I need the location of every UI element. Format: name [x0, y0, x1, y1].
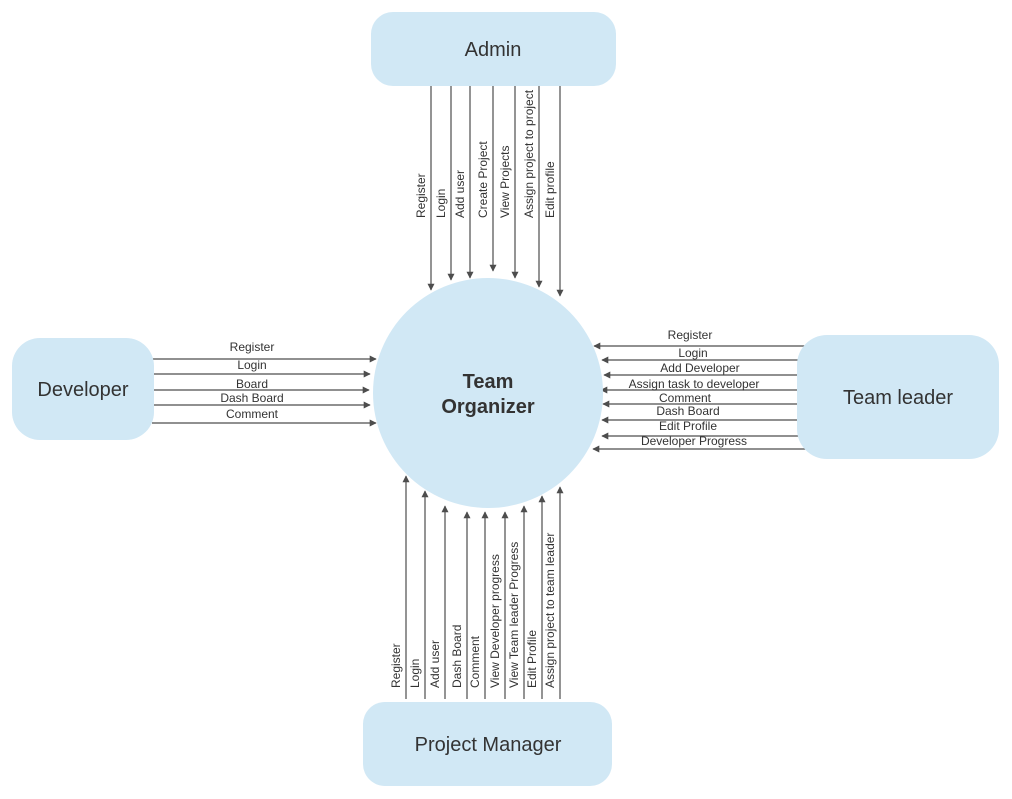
admin-label: Admin [465, 39, 522, 61]
team-leader-flow-label: Edit Profile [659, 419, 717, 433]
developer-flow-label: Comment [226, 407, 279, 421]
developer-label: Developer [37, 379, 129, 401]
project-manager-flow-label: Register [389, 643, 403, 688]
team-leader-label: Team leader [843, 387, 953, 409]
developer-flow-label: Dash Board [220, 391, 283, 405]
team-leader-flow-label: Assign task to developer [629, 377, 760, 391]
admin-flow-label: Create Project [476, 141, 490, 218]
admin-entity [371, 12, 616, 86]
project-manager-flow-label: Add user [428, 640, 442, 688]
admin-flow-label: View Projects [498, 146, 512, 218]
center-label-line1: Team [463, 371, 514, 393]
admin-flow-label: Login [434, 189, 448, 218]
team-leader-flow-label: Register [668, 328, 713, 342]
project-manager-flow-label: View Developer progress [488, 554, 502, 688]
team-leader-flow-label: Login [678, 346, 707, 360]
admin-flow-label: Edit profile [543, 161, 557, 218]
team-leader-flow-label: Add Developer [660, 361, 739, 375]
team-leader-entity [797, 335, 999, 459]
team-leader-flow-label: Comment [659, 391, 712, 405]
team-organizer-process [373, 278, 603, 508]
admin-flow-label: Register [414, 173, 428, 218]
developer-flow-label: Register [230, 340, 275, 354]
team-leader-flow-label: Dash Board [656, 404, 719, 418]
project-manager-flow-label: Edit Profile [525, 630, 539, 688]
project-manager-flow-label: Login [408, 659, 422, 688]
project-manager-flows: Register Login Add user Dash Board Comment Vi… [389, 475, 564, 699]
project-manager-flow-label: Comment [468, 635, 482, 688]
team-leader-flow-label: Developer Progress [641, 434, 747, 448]
developer-flow-label: Login [237, 358, 266, 372]
developer-entity [12, 338, 154, 440]
project-manager-flow-label: Dash Board [450, 625, 464, 688]
admin-flow-label: Add user [453, 170, 467, 218]
project-manager-flow-label: Assign project to team leader [543, 533, 557, 688]
center-label-line2: Organizer [441, 396, 535, 418]
project-manager-label: Project Manager [415, 734, 562, 756]
developer-flow-label: Board [236, 377, 268, 391]
project-manager-flow-label: View Team leader Progress [507, 542, 521, 688]
project-manager-entity [363, 702, 612, 786]
